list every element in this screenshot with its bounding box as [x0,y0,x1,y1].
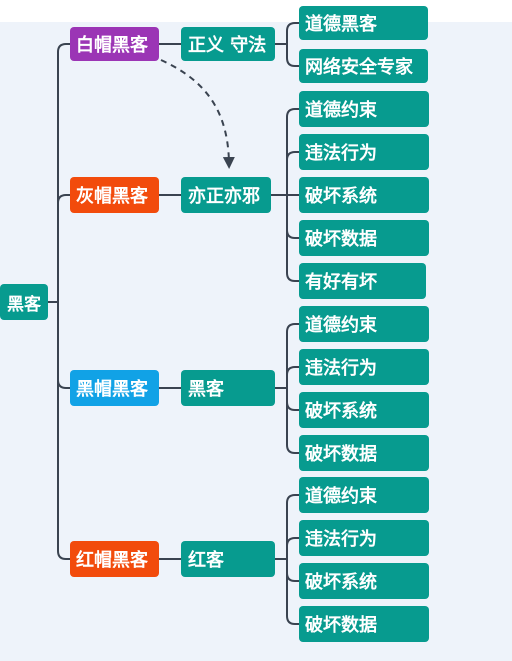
leaf-node[interactable]: 违法行为 [299,520,429,556]
leaf-node[interactable]: 破坏数据 [299,606,429,642]
category-grey-hat[interactable]: 灰帽黑客 [70,177,159,213]
mid-node[interactable]: 黑客 [181,370,275,406]
mid-leaf-links [275,22,299,67]
leaf-node[interactable]: 破坏系统 [299,563,429,599]
leaf-node[interactable]: 网络安全专家 [299,49,428,83]
root-spine [57,43,70,560]
leaf-node[interactable]: 有好有坏 [299,263,426,299]
mid-node[interactable]: 红客 [181,541,275,577]
mid-node[interactable]: 亦正亦邪 [181,177,271,213]
root-node[interactable]: 黑客 [0,284,48,320]
mid-leaf-links [275,323,299,454]
relation-arrow [160,59,235,169]
mid-node[interactable]: 正义 守法 [181,27,275,61]
leaf-node[interactable]: 破坏数据 [299,435,429,471]
category-black-hat[interactable]: 黑帽黑客 [70,370,159,406]
leaf-node[interactable]: 违法行为 [299,349,429,385]
leaf-node[interactable]: 道德约束 [299,477,429,513]
category-white-hat[interactable]: 白帽黑客 [70,27,159,61]
leaf-node[interactable]: 破坏系统 [299,392,429,428]
leaf-node[interactable]: 道德约束 [299,306,429,342]
mid-leaf-links [275,494,299,625]
leaf-node[interactable]: 违法行为 [299,134,429,170]
leaf-node[interactable]: 破坏数据 [299,220,429,256]
mid-leaf-links [271,108,299,282]
leaf-node[interactable]: 道德黑客 [299,6,428,40]
leaf-node[interactable]: 破坏系统 [299,177,429,213]
category-red-hat[interactable]: 红帽黑客 [70,541,159,577]
leaf-node[interactable]: 道德约束 [299,91,429,127]
